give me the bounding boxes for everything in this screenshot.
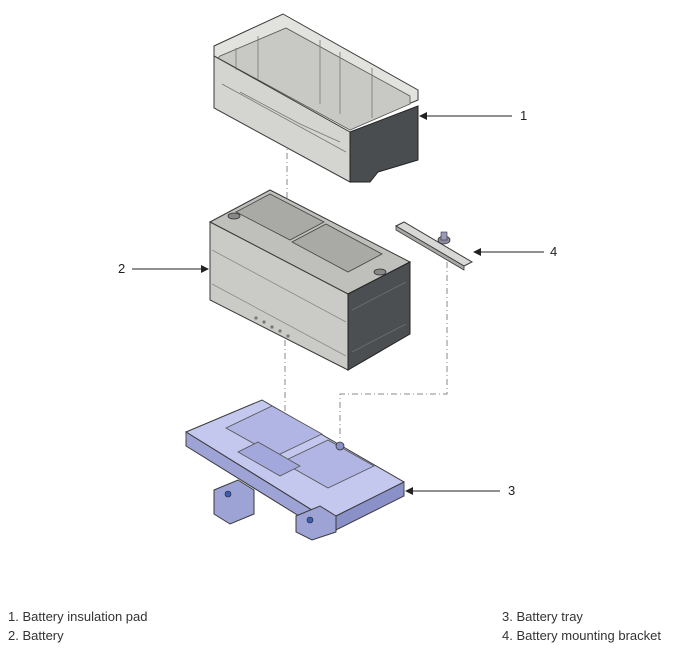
legend-item-3: 3. Battery tray xyxy=(502,609,583,624)
leader-lines xyxy=(132,112,544,495)
legend-item-2: 2. Battery xyxy=(8,628,64,643)
alignment-lines xyxy=(284,140,448,440)
legend-item-1: 1. Battery insulation pad xyxy=(8,609,148,624)
callout-3: 3 xyxy=(508,483,516,498)
battery-insulation-pad xyxy=(213,13,419,183)
legend-item-4: 4. Battery mounting bracket xyxy=(502,628,661,643)
battery-tray xyxy=(184,399,406,541)
battery xyxy=(208,189,412,371)
callout-1: 1 xyxy=(520,108,528,123)
callout-2: 2 xyxy=(118,261,126,276)
callout-4: 4 xyxy=(550,244,558,259)
battery-mounting-bracket xyxy=(394,221,474,271)
